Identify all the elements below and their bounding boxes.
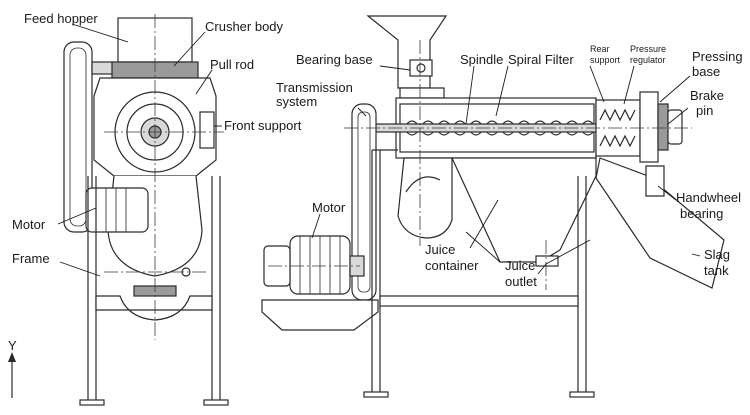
label-feed-hopper: Feed hopper (24, 11, 98, 26)
label-bearing-base: Bearing base (296, 52, 373, 67)
label-juice-container-1: Juice (425, 242, 455, 257)
label-slag-tank-2: tank (704, 263, 729, 278)
label-pressing-base-1: Pressing (692, 49, 743, 64)
drive-arm-left (91, 61, 115, 75)
motor-base (261, 299, 379, 331)
foot-left-2 (203, 399, 229, 406)
labels: Feed hopper Crusher body Pull rod Front … (12, 11, 743, 289)
juice-funnel (397, 157, 453, 239)
label-rear-support-1: Rear (590, 44, 610, 54)
axis-y-label: Y (8, 338, 17, 353)
label-slag-tank-1: Slag (704, 247, 730, 262)
label-pressure-regulator-1: Pressure (630, 44, 666, 54)
hopper-neck (399, 87, 445, 99)
belt-inner-left (69, 47, 87, 227)
label-juice-outlet-2: outlet (505, 274, 537, 289)
label-front-support: Front support (224, 118, 302, 133)
juice-container-shape (451, 157, 597, 263)
pressing-base-block (639, 91, 659, 163)
motor-left-shape (85, 187, 149, 233)
front-support-block (199, 111, 215, 149)
label-brake-pin-1: Brake (690, 88, 724, 103)
label-brake-pin-2: pin (696, 103, 713, 118)
label-handwheel-bearing-2: bearing (680, 206, 723, 221)
handwheel-bearing-block (645, 165, 665, 197)
label-pull-rod: Pull rod (210, 57, 254, 72)
label-juice-container-2: container (425, 258, 479, 273)
handwheel (657, 103, 669, 151)
label-motor-right: Motor (312, 200, 346, 215)
label-juice-outlet-1: Juice (505, 258, 535, 273)
handwheel-grip (667, 109, 683, 145)
side-view (261, 15, 725, 398)
front-view-leaders (57, 23, 222, 277)
frame-crossbar (379, 295, 579, 307)
side-hopper (366, 15, 448, 89)
belt-guard-left (63, 41, 93, 233)
label-crusher-body: Crusher body (205, 19, 284, 34)
label-spiral-filter: Spiral Filter (508, 52, 574, 67)
lower-bracket (95, 295, 213, 321)
front-view (63, 14, 229, 406)
label-transmission-2: system (276, 94, 317, 109)
label-motor-left: Motor (12, 217, 46, 232)
label-spindle: Spindle (460, 52, 503, 67)
label-transmission-1: Transmission (276, 80, 353, 95)
label-handwheel-bearing-1: Handwheel (676, 190, 741, 205)
label-frame: Frame (12, 251, 50, 266)
foot-left-1 (79, 399, 105, 406)
side-view-leaders (311, 65, 701, 275)
label-pressure-regulator-2: regulator (630, 55, 666, 65)
label-pressing-base-2: base (692, 64, 720, 79)
axis-indicator: Y (8, 338, 17, 398)
label-rear-support-2: support (590, 55, 621, 65)
juice-outlet-pipe (535, 255, 559, 267)
